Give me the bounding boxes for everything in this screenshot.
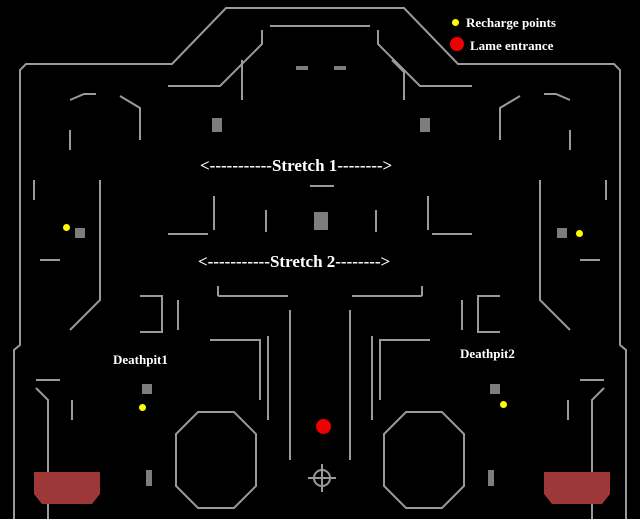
lame-entrance-marker	[316, 419, 331, 434]
pillar	[557, 228, 567, 238]
recharge-point	[139, 404, 146, 411]
recharge-point	[63, 224, 70, 231]
deathpit1-label: Deathpit1	[113, 352, 168, 367]
octagon-left	[175, 411, 257, 509]
deathpit-fills	[34, 472, 610, 504]
pillar	[296, 66, 308, 70]
pillar	[490, 384, 500, 394]
legend-entrance-label: Lame entrance	[470, 38, 554, 53]
recharge-point	[576, 230, 583, 237]
pillar	[420, 118, 430, 132]
mid-wall-1	[213, 196, 429, 232]
pillar	[488, 470, 494, 486]
legend-recharge-label: Recharge points	[466, 15, 556, 30]
inner-wall-right-upper	[539, 180, 571, 331]
deathpit2-pit	[544, 472, 610, 504]
top-inner-left	[168, 30, 263, 87]
pillar	[75, 228, 85, 238]
legend-recharge-icon	[452, 19, 459, 26]
lower-left-bracket	[217, 286, 288, 297]
deathpit1-walls	[140, 295, 269, 420]
pillar	[334, 66, 346, 70]
stretch-1-label: <-----------Stretch 1-------->	[200, 156, 393, 175]
deathpit1-pit	[34, 472, 100, 504]
pillar	[314, 212, 328, 230]
outer-wall	[13, 7, 627, 519]
inner-wall-left-upper	[69, 180, 101, 331]
top-inner-right	[377, 30, 472, 87]
legend-entrance-icon	[450, 37, 464, 51]
deathpit2-label: Deathpit2	[460, 346, 515, 361]
top-left-branch	[241, 59, 405, 100]
pillar	[146, 470, 152, 486]
pillar	[212, 118, 222, 132]
deathpit2-walls	[371, 295, 500, 420]
center-channel	[289, 310, 351, 460]
misc-walls	[33, 180, 607, 420]
pillar	[142, 384, 152, 394]
lower-right-bracket	[352, 286, 423, 297]
recharge-point	[500, 401, 507, 408]
stretch-2-label: <-----------Stretch 2-------->	[198, 252, 391, 271]
octagon-right	[383, 411, 465, 509]
alcove-right	[499, 93, 571, 150]
alcove-left	[69, 93, 141, 150]
